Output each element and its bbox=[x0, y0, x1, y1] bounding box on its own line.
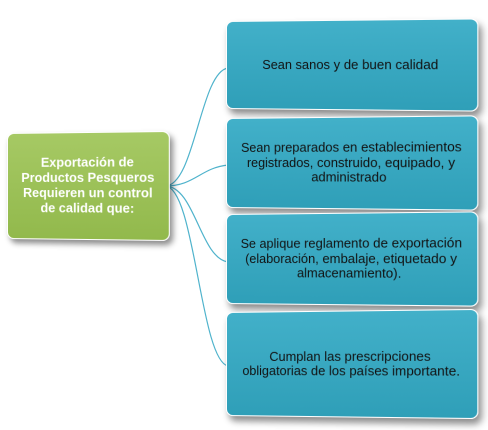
child-node-3-text: Se aplique reglamento de exportación (el… bbox=[240, 236, 463, 282]
child-node-4-text: Cumplan las prescripciones obligatorias … bbox=[242, 348, 461, 379]
child-node-2-text: Sean preparados en establecimientos regi… bbox=[241, 140, 462, 186]
child-node-1-text: Sean sanos y de buen calidad bbox=[262, 57, 439, 73]
root-node-text: Exportación de Productos Pesqueros Requi… bbox=[21, 155, 155, 216]
child-node-4: Cumplan las prescripciones obligatorias … bbox=[226, 308, 479, 420]
connector-line-4 bbox=[164, 185, 229, 367]
child-node-1: Sean sanos y de buen calidad bbox=[226, 18, 479, 112]
connector-line-2 bbox=[164, 164, 229, 187]
child-node-2: Sean preparados en establecimientos regi… bbox=[226, 115, 479, 211]
connector-line-3 bbox=[164, 185, 229, 263]
connector-line-1 bbox=[164, 67, 229, 187]
root-node: Exportación de Productos Pesqueros Requi… bbox=[7, 130, 170, 242]
child-node-3: Se aplique reglamento de exportación (el… bbox=[226, 211, 479, 307]
